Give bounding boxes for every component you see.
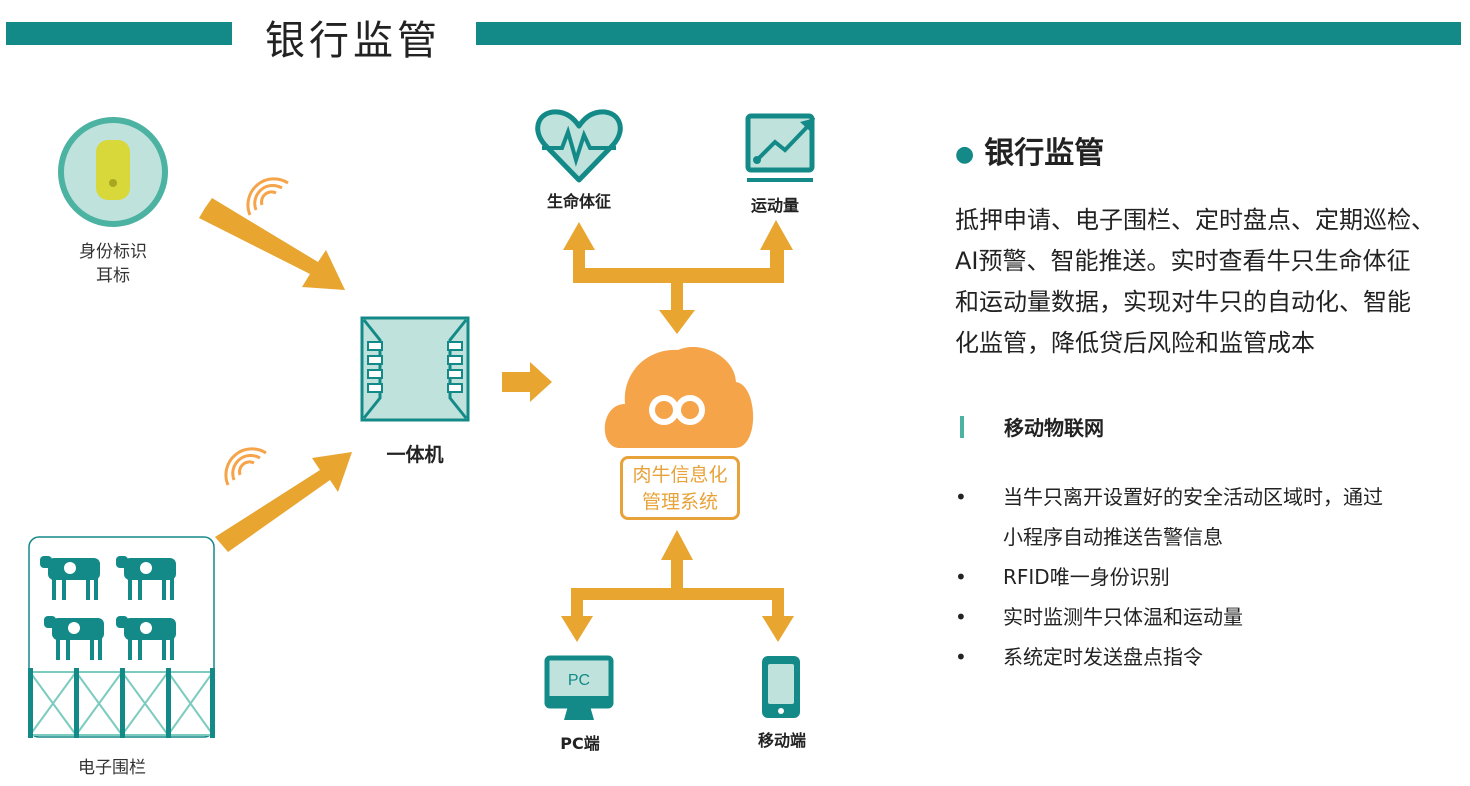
cloud-icon (604, 346, 754, 448)
subheading: 移动物联网 (1004, 416, 1104, 440)
diagram-graphics: PC (28, 109, 815, 738)
device-label: 一体机 (386, 444, 444, 466)
arrow-cloud-to-clients (561, 530, 794, 642)
ear-tag-icon (58, 117, 168, 227)
header-bar-left (6, 22, 232, 45)
subheading-marker (960, 416, 964, 438)
feature-list: •当牛只离开设置好的安全活动区域时，通过 小程序自动推送告警信息 •RFID唯一… (955, 477, 1455, 677)
mobile-phone-icon (762, 656, 800, 718)
paragraph-line: AI预警、智能推送。实时查看牛只生命体征 (955, 247, 1411, 275)
list-item: •实时监测牛只体温和运动量 (955, 605, 1243, 629)
system-label-line1: 肉牛信息化 (632, 464, 728, 486)
ear-tag-label-line1: 身份标识 (79, 242, 147, 262)
pc-icon (544, 655, 614, 720)
arrow-to-cloud (659, 280, 695, 334)
fence-label: 电子围栏 (78, 758, 146, 778)
list-item: •系统定时发送盘点指令 (955, 645, 1203, 669)
pc-label: PC端 (560, 734, 600, 753)
system-label-line2: 管理系统 (641, 491, 718, 513)
activity-label: 运动量 (750, 196, 799, 215)
pc-screen-text: PC (568, 672, 590, 689)
activity-chart-icon (745, 113, 815, 182)
list-item: •RFID唯一身份识别 (955, 565, 1170, 589)
page-title: 银行监管 (265, 18, 441, 64)
paragraph-line: 和运动量数据，实现对牛只的自动化、智能 (955, 288, 1411, 316)
arrow-tag-to-device (199, 198, 345, 290)
device-icon (360, 316, 470, 422)
vitals-label: 生命体征 (546, 192, 611, 211)
electronic-fence-icon (28, 536, 215, 738)
cow-icon (40, 556, 176, 660)
list-item: •当牛只离开设置好的安全活动区域时，通过 (955, 485, 1383, 509)
signal-icon (224, 447, 267, 486)
arrow-device-to-cloud (502, 362, 552, 402)
paragraph-line: 化监管，降低贷后风险和监管成本 (955, 329, 1315, 357)
system-label-box: 肉牛信息化 管理系统 (620, 456, 740, 520)
header-bar-right (476, 22, 1461, 45)
mobile-label: 移动端 (757, 731, 806, 750)
list-item-continuation: 小程序自动推送告警信息 (1003, 525, 1223, 549)
section-heading-text: 银行监管 (984, 136, 1105, 171)
description-paragraph: 抵押申请、电子围栏、定时盘点、定期巡检、 AI预警、智能推送。实时查看牛只生命体… (955, 200, 1455, 364)
paragraph-line: 抵押申请、电子围栏、定时盘点、定期巡检、 (955, 206, 1435, 234)
arrow-cloud-to-vitals (563, 220, 793, 283)
ear-tag-label-line2: 耳标 (96, 266, 130, 286)
arrow-fence-to-device (215, 452, 352, 552)
heart-rate-icon (535, 109, 623, 183)
ear-tag-label: 身份标识 耳标 (60, 240, 166, 288)
section-heading: ● 银行监管 (955, 128, 1104, 172)
bullet-dot-icon: ● (955, 142, 975, 167)
signal-icon (246, 177, 289, 216)
